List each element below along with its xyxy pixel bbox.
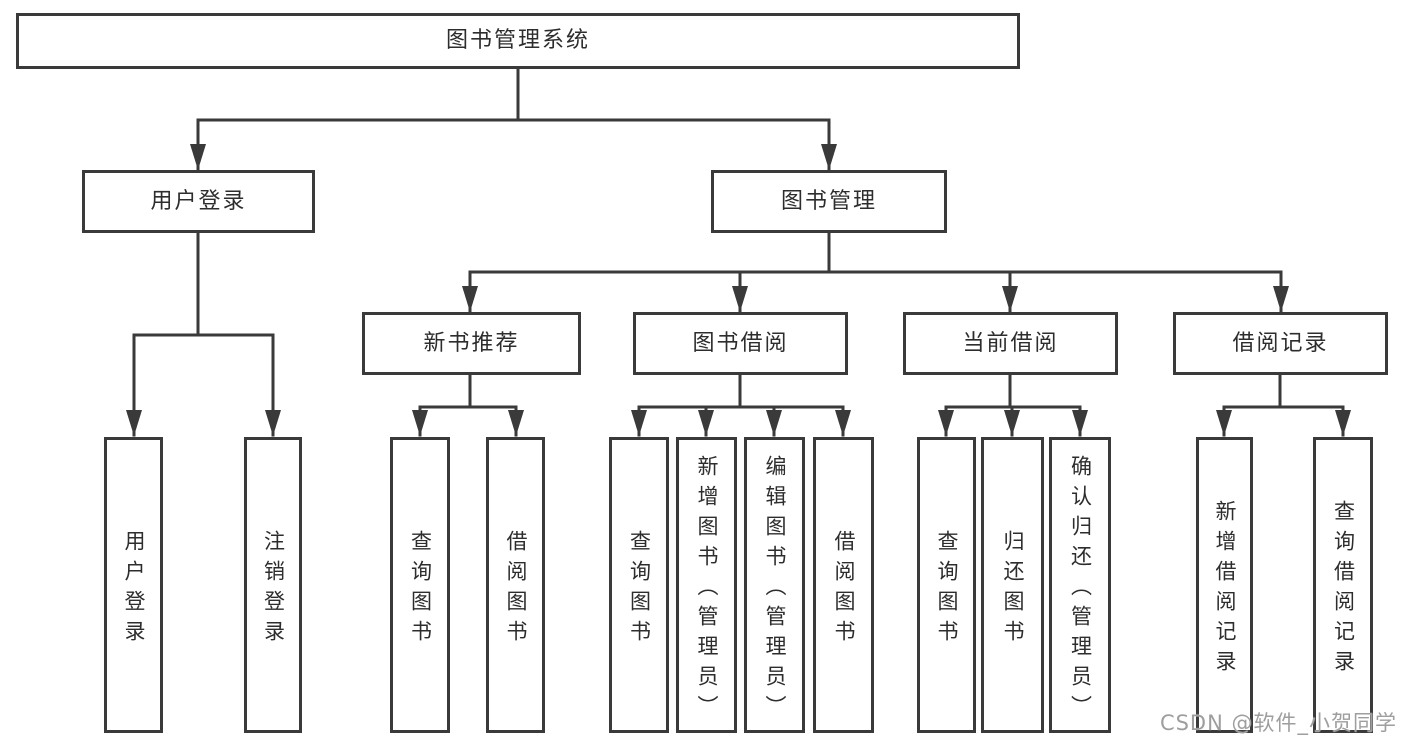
leaf-confirm-return-admin: 确认归还（管理员） [1049, 437, 1111, 733]
node-label: 归还图书 [1001, 529, 1025, 650]
node-label: 当前借阅 [962, 330, 1059, 356]
leaf-return-books: 归还图书 [981, 437, 1044, 733]
node-user-login: 用户登录 [82, 170, 315, 233]
leaf-logout: 注销登录 [244, 437, 302, 733]
leaf-edit-books-admin: 编辑图书（管理员） [744, 437, 805, 733]
node-new-book-recommend: 新书推荐 [362, 312, 581, 375]
node-label: 图书管理系统 [445, 28, 590, 53]
node-label: 编辑图书（管理员） [763, 454, 787, 725]
node-label: 查询图书 [627, 529, 652, 650]
leaf-user-login: 用户登录 [104, 437, 163, 733]
leaf-add-borrow-record: 新增借阅记录 [1196, 437, 1253, 733]
node-book-management: 图书管理 [711, 170, 947, 233]
node-label: 查询图书 [408, 529, 433, 650]
node-borrow-records: 借阅记录 [1173, 312, 1388, 375]
leaf-query-borrow-record: 查询借阅记录 [1313, 437, 1373, 733]
node-label: 确认归还（管理员） [1068, 454, 1093, 725]
node-label: 用户登录 [150, 188, 247, 214]
node-current-borrowing: 当前借阅 [903, 312, 1118, 375]
node-label: 查询借阅记录 [1331, 499, 1356, 680]
node-root-system: 图书管理系统 [16, 13, 1020, 69]
leaf-query-books-borrowing: 查询图书 [609, 437, 669, 733]
node-label: 注销登录 [261, 529, 286, 650]
node-label: 新增图书（管理员） [695, 454, 719, 725]
leaf-query-books-recommend: 查询图书 [390, 437, 450, 733]
node-label: 图书借阅 [692, 330, 789, 356]
leaf-add-books-admin: 新增图书（管理员） [676, 437, 737, 733]
leaf-borrow-books: 借阅图书 [813, 437, 874, 733]
watermark: CSDN @软件_小贺同学 [1159, 711, 1397, 735]
node-label: 新书推荐 [423, 330, 520, 356]
node-label: 借阅图书 [832, 529, 856, 650]
node-label: 借阅图书 [504, 529, 528, 650]
node-label: 图书管理 [780, 188, 877, 214]
leaf-query-books-current: 查询图书 [917, 437, 976, 733]
node-label: 新增借阅记录 [1213, 499, 1237, 680]
node-label: 查询图书 [935, 529, 959, 650]
node-label: 借阅记录 [1232, 330, 1329, 356]
node-book-borrowing: 图书借阅 [633, 312, 848, 375]
leaf-borrow-books-recommend: 借阅图书 [486, 437, 545, 733]
node-label: 用户登录 [122, 529, 146, 650]
